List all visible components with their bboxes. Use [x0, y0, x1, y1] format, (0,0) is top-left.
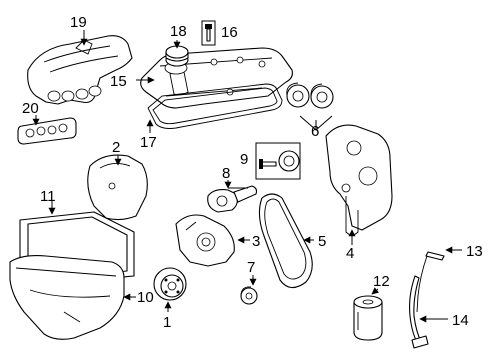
- callout-13: 13: [466, 243, 483, 260]
- idler-pulley: [255, 142, 301, 180]
- manifold-gasket: [17, 117, 77, 145]
- callout-3: 3: [252, 233, 260, 250]
- valve-cover: [140, 47, 293, 109]
- callout-7: 7: [247, 259, 255, 276]
- cover-bolt: [201, 20, 216, 46]
- callout-4: 4: [346, 245, 354, 262]
- oil-pump: [175, 214, 235, 267]
- callout-6: 6: [311, 123, 319, 140]
- callout-11: 11: [40, 188, 56, 205]
- callout-2: 2: [112, 139, 120, 156]
- callout-1: 1: [163, 314, 171, 331]
- callout-17: 17: [140, 134, 157, 151]
- oil-filter: [353, 295, 383, 341]
- camshaft-sprockets: [286, 82, 334, 109]
- callout-14: 14: [452, 312, 469, 329]
- oil-filler-cap: [165, 45, 189, 67]
- oil-pan: [9, 255, 125, 340]
- belt-tensioner: [207, 185, 258, 213]
- callout-8: 8: [222, 165, 230, 182]
- valve-cover-gasket: [147, 83, 283, 129]
- callout-20: 20: [22, 100, 39, 117]
- timing-belt-cover-rear: [325, 124, 393, 236]
- callout-10: 10: [137, 289, 154, 306]
- callout-9: 9: [240, 151, 248, 168]
- callout-5: 5: [318, 233, 326, 250]
- callout-18: 18: [170, 23, 187, 40]
- callout-19: 19: [70, 14, 87, 31]
- callout-12: 12: [373, 273, 390, 290]
- crankshaft-pulley: [153, 267, 187, 301]
- oil-dipstick: [416, 251, 445, 313]
- timing-belt: [258, 193, 313, 289]
- callout-16: 16: [221, 24, 238, 41]
- callout-15: 15: [110, 73, 127, 90]
- intake-manifold: [27, 35, 133, 105]
- dipstick-tube: [409, 275, 429, 349]
- crankshaft-sprocket: [240, 286, 258, 305]
